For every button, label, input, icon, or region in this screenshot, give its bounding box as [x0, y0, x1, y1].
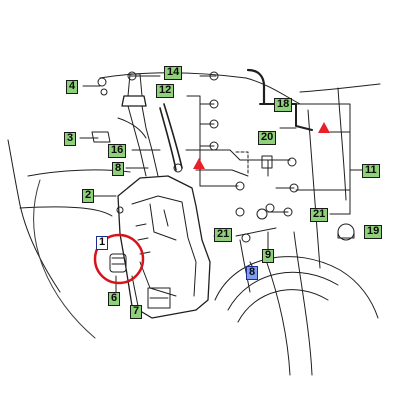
reservoir-tank-inner — [131, 195, 197, 297]
hose — [195, 169, 249, 177]
fitting — [241, 233, 251, 243]
reservoir-tank-inner — [149, 203, 177, 241]
strut — [307, 109, 321, 269]
reservoir-mount — [147, 287, 171, 309]
hose — [159, 107, 177, 171]
strut — [299, 83, 381, 93]
reservoir-tank-inner — [163, 209, 169, 227]
fitting — [287, 157, 297, 167]
callout-20: 20 — [258, 131, 277, 145]
callout-7: 7 — [130, 305, 143, 319]
callout-11: 11 — [362, 164, 380, 178]
hose — [235, 227, 277, 237]
callout-8-lower: 8 — [246, 266, 259, 280]
leader-line — [295, 103, 351, 215]
body-outline — [245, 77, 301, 105]
fitting — [100, 88, 108, 96]
fitting — [265, 203, 275, 213]
callout-4: 4 — [66, 80, 79, 94]
warning-triangle-icon — [318, 122, 330, 133]
fitting — [256, 208, 268, 220]
callout-14: 14 — [164, 66, 183, 80]
hose — [295, 103, 313, 131]
body-outline — [293, 231, 313, 376]
fitting — [209, 99, 219, 109]
fitting — [97, 77, 107, 87]
dashed-bracket — [235, 151, 249, 175]
callout-19: 19 — [364, 225, 383, 239]
hose — [246, 68, 266, 106]
callout-21-right: 21 — [310, 208, 329, 222]
fitting — [127, 71, 137, 81]
callout-8: 8 — [112, 162, 125, 176]
leader-line — [186, 95, 201, 187]
callout-12: 12 — [156, 84, 175, 98]
reservoir-tank-inner — [139, 261, 177, 297]
wheel-arch — [227, 271, 339, 311]
callout-21-left: 21 — [214, 228, 233, 242]
fitting — [116, 206, 124, 214]
sensor-20 — [261, 155, 273, 169]
hose — [163, 103, 183, 169]
hose — [239, 239, 251, 293]
reservoir-tank — [117, 175, 211, 319]
fitting — [209, 119, 219, 129]
filler-neck — [127, 105, 147, 177]
fitting — [209, 71, 219, 81]
fitting — [173, 163, 183, 173]
pump-motor — [111, 257, 125, 265]
filler-neck — [141, 105, 159, 177]
fitting — [235, 181, 245, 191]
body-outline — [265, 259, 291, 376]
wheel-arch — [237, 289, 329, 323]
callout-6: 6 — [108, 292, 121, 306]
callout-9: 9 — [262, 249, 275, 263]
fitting — [235, 207, 245, 217]
wheel-arch — [214, 256, 379, 319]
callout-18: 18 — [274, 98, 293, 112]
hose — [185, 149, 291, 161]
filler-neck-bend — [117, 117, 147, 139]
clip-3 — [91, 131, 111, 143]
body-outline — [33, 179, 96, 339]
warning-triangle-icon — [193, 158, 205, 169]
callout-16: 16 — [108, 144, 127, 158]
highlight-circle — [93, 233, 145, 285]
fitting — [283, 207, 293, 217]
reservoir-tank-rib — [137, 237, 149, 241]
fitting — [289, 183, 299, 193]
leader-line — [131, 275, 139, 307]
strut — [337, 87, 347, 201]
callout-3: 3 — [64, 132, 77, 146]
callout-2: 2 — [82, 189, 95, 203]
fitting — [209, 141, 219, 151]
cap-19 — [337, 231, 355, 239]
reservoir-tank-rib — [135, 223, 147, 227]
body-outline — [7, 139, 61, 293]
filler-neck — [121, 95, 147, 107]
pump-motor — [109, 253, 127, 273]
filler-cap — [127, 73, 143, 97]
callout-1: 1 — [96, 236, 109, 250]
